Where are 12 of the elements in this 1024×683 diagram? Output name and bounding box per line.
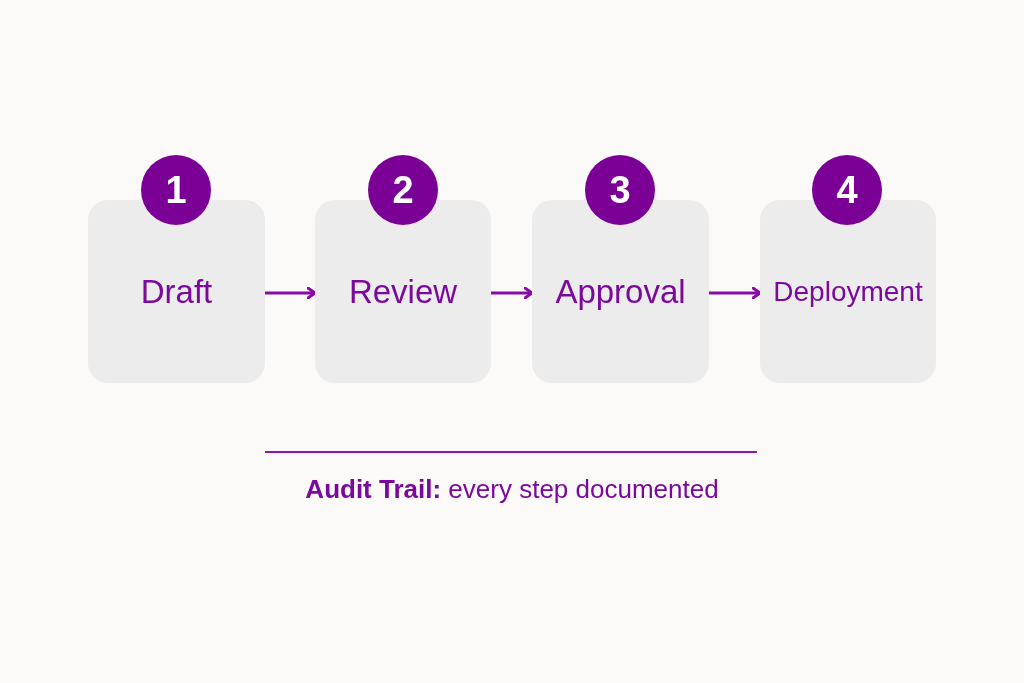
step-label: Deployment: [773, 275, 923, 308]
step-label: Draft: [140, 272, 213, 311]
arrow: [709, 286, 762, 300]
arrow: [265, 286, 317, 300]
step-label: Approval: [555, 272, 686, 311]
step-number: 4: [812, 155, 882, 225]
arrow: [491, 286, 534, 300]
step-label: Review: [348, 272, 458, 311]
step-number: 1: [141, 155, 211, 225]
note-text: Audit Trail: every step documented: [305, 474, 719, 505]
step-number: 3: [585, 155, 655, 225]
step-number: 2: [368, 155, 438, 225]
